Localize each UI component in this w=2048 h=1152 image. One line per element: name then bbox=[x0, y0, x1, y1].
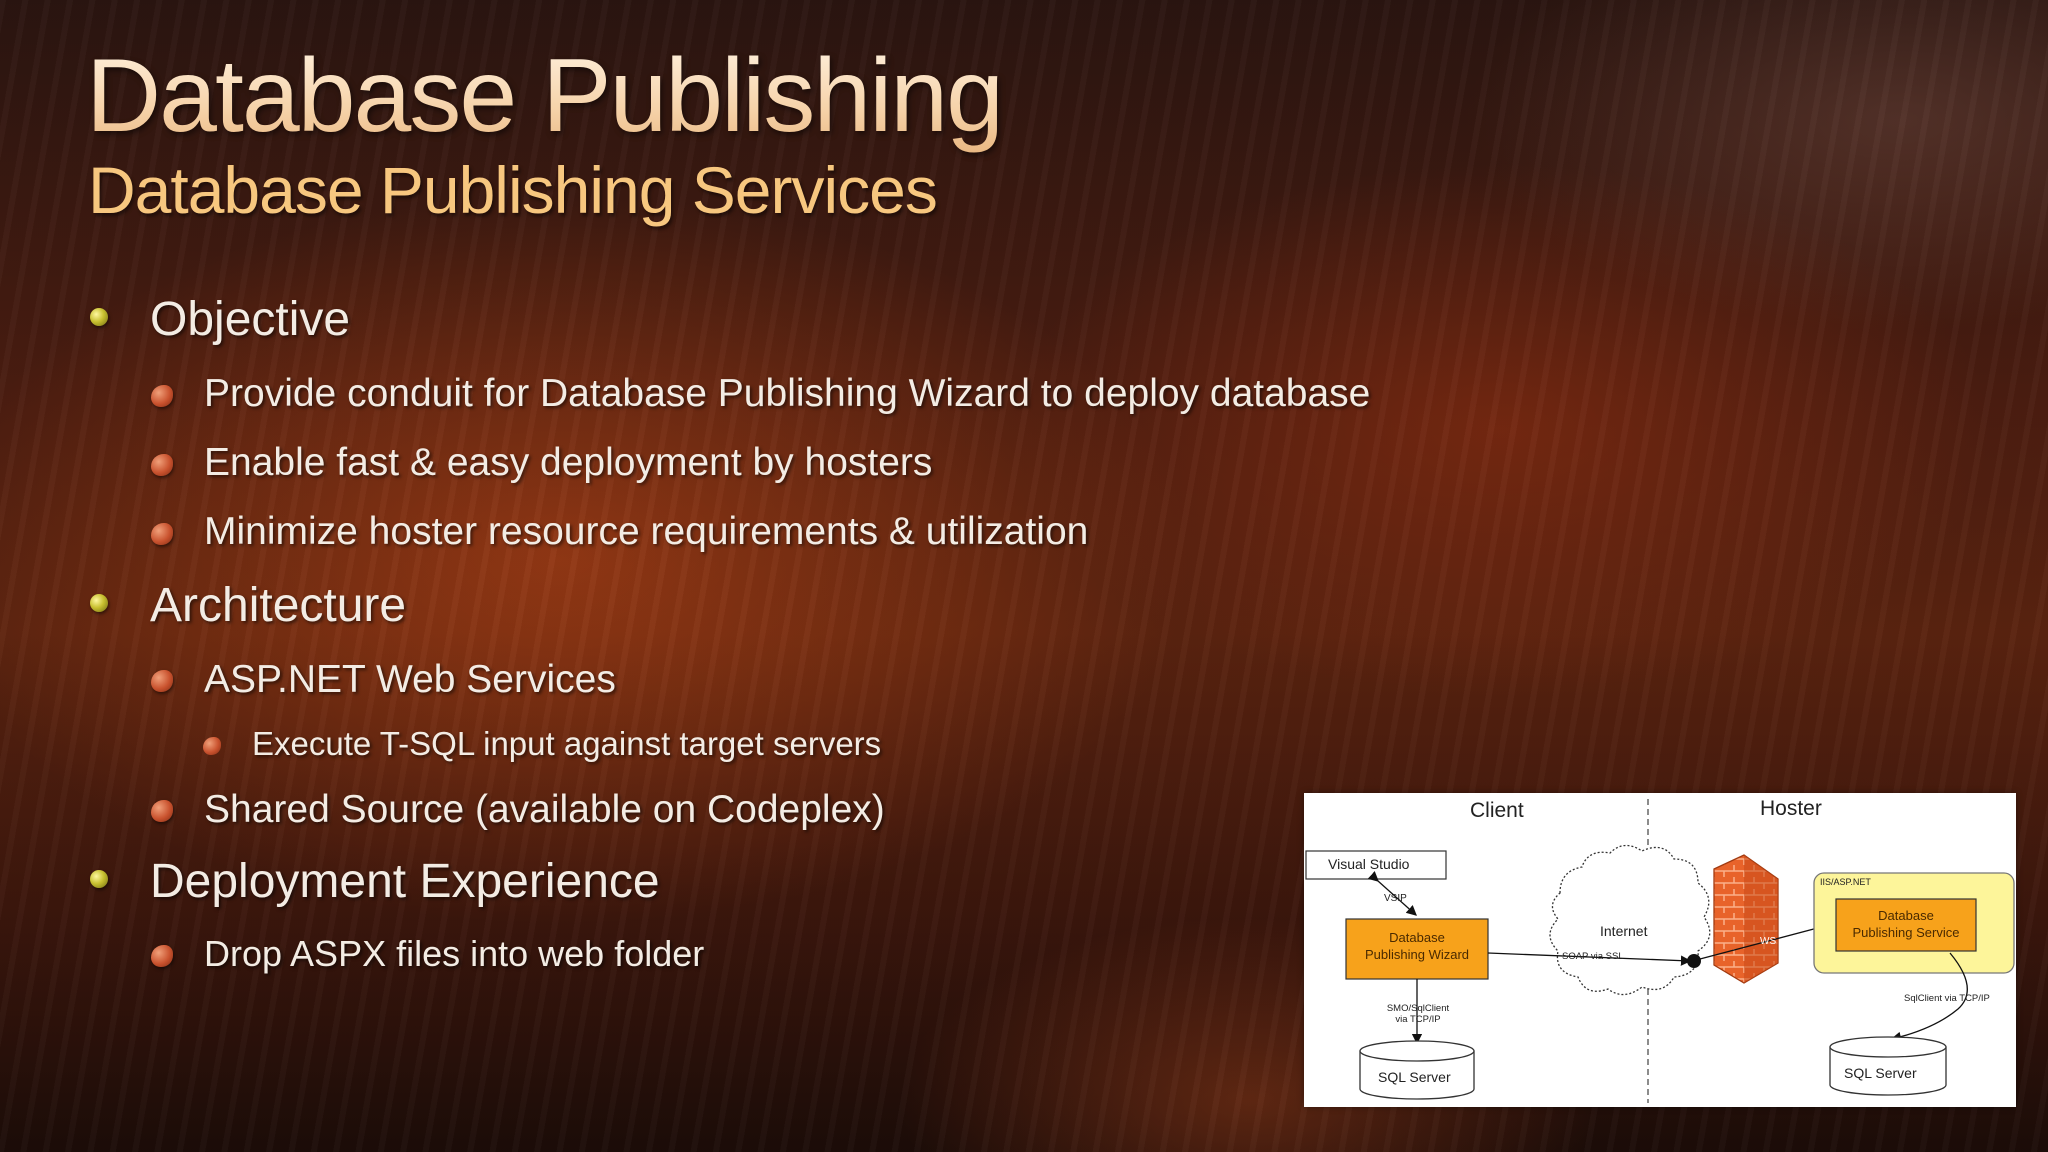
soap-label: SOAP via SSL bbox=[1562, 951, 1624, 962]
service-label-line2: Publishing Service bbox=[1852, 925, 1960, 940]
bullet-item: Enable fast & easy deployment by hosters bbox=[204, 441, 933, 484]
internet-cloud-icon bbox=[1549, 844, 1711, 996]
bullet-deployment: Deployment Experience bbox=[150, 855, 660, 908]
sqlclient-arrow bbox=[1890, 952, 1968, 1042]
wizard-label-line1: Database bbox=[1389, 930, 1445, 945]
service-box bbox=[1835, 898, 1977, 952]
bullet-dot-icon bbox=[90, 308, 108, 326]
vsip-label: VSIP bbox=[1384, 893, 1407, 904]
ws-label: WS bbox=[1760, 936, 1777, 947]
slide-subtitle: Database Publishing Services bbox=[88, 153, 938, 227]
diagram-graphics bbox=[1305, 799, 2015, 1103]
bullet-item: Shared Source (available on Codeplex) bbox=[204, 788, 885, 831]
bullet-objective: Objective bbox=[150, 293, 351, 346]
iis-label: IIS/ASP.NET bbox=[1820, 877, 1871, 887]
internet-label: Internet bbox=[1600, 923, 1648, 939]
hoster-sql-server-label: SQL Server bbox=[1844, 1065, 1917, 1081]
wizard-label-line2: Publishing Wizard bbox=[1364, 947, 1470, 962]
service-label-line1: Database bbox=[1878, 908, 1934, 923]
visual-studio-label: Visual Studio bbox=[1328, 856, 1410, 872]
sub-bullet-icon bbox=[151, 670, 173, 692]
bullet-item: Minimize hoster resource requirements & … bbox=[204, 510, 1089, 553]
sub-bullet-icon bbox=[151, 385, 173, 407]
client-sql-server-label: SQL Server bbox=[1378, 1069, 1451, 1085]
sub-bullet-icon bbox=[151, 523, 173, 545]
bullet-item: Execute T-SQL input against target serve… bbox=[252, 725, 882, 762]
bullet-item: Provide conduit for Database Publishing … bbox=[204, 372, 1371, 415]
smo-label-line1: SMO/SqlClient bbox=[1386, 1003, 1450, 1014]
bullet-architecture: Architecture bbox=[150, 579, 407, 632]
vsip-arrow bbox=[1367, 871, 1417, 916]
client-label: Client bbox=[1470, 799, 1524, 822]
client-sql-server-icon bbox=[1359, 1040, 1475, 1100]
bullet-item: Drop ASPX files into web folder bbox=[204, 933, 705, 974]
bullet-item: ASP.NET Web Services bbox=[204, 658, 616, 701]
slide-title: Database Publishing bbox=[86, 38, 1004, 154]
sqlclient-label: SqlClient via TCP/IP bbox=[1904, 993, 1990, 1004]
service-label: Database Publishing Service bbox=[1836, 907, 1976, 941]
architecture-diagram: Client Hoster Visual Studio VSIP Databas… bbox=[1304, 793, 2016, 1107]
smo-label-line2: via TCP/IP bbox=[1395, 1014, 1441, 1025]
sub-bullet-icon bbox=[151, 800, 173, 822]
sub-sub-bullet-icon bbox=[203, 737, 221, 755]
sub-bullet-icon bbox=[151, 454, 173, 476]
sub-bullet-icon bbox=[151, 945, 173, 967]
firewall-icon bbox=[1713, 854, 1779, 984]
hoster-label: Hoster bbox=[1760, 797, 1822, 820]
bullet-dot-icon bbox=[90, 870, 108, 888]
hoster-sql-server-icon bbox=[1829, 1036, 1947, 1096]
bullet-dot-icon bbox=[90, 594, 108, 612]
soap-arrow bbox=[1487, 952, 1692, 966]
smo-label: SMO/SqlClient via TCP/IP bbox=[1364, 1003, 1472, 1025]
endpoint-dot-icon bbox=[1687, 954, 1701, 968]
wizard-label: Database Publishing Wizard bbox=[1346, 929, 1488, 963]
